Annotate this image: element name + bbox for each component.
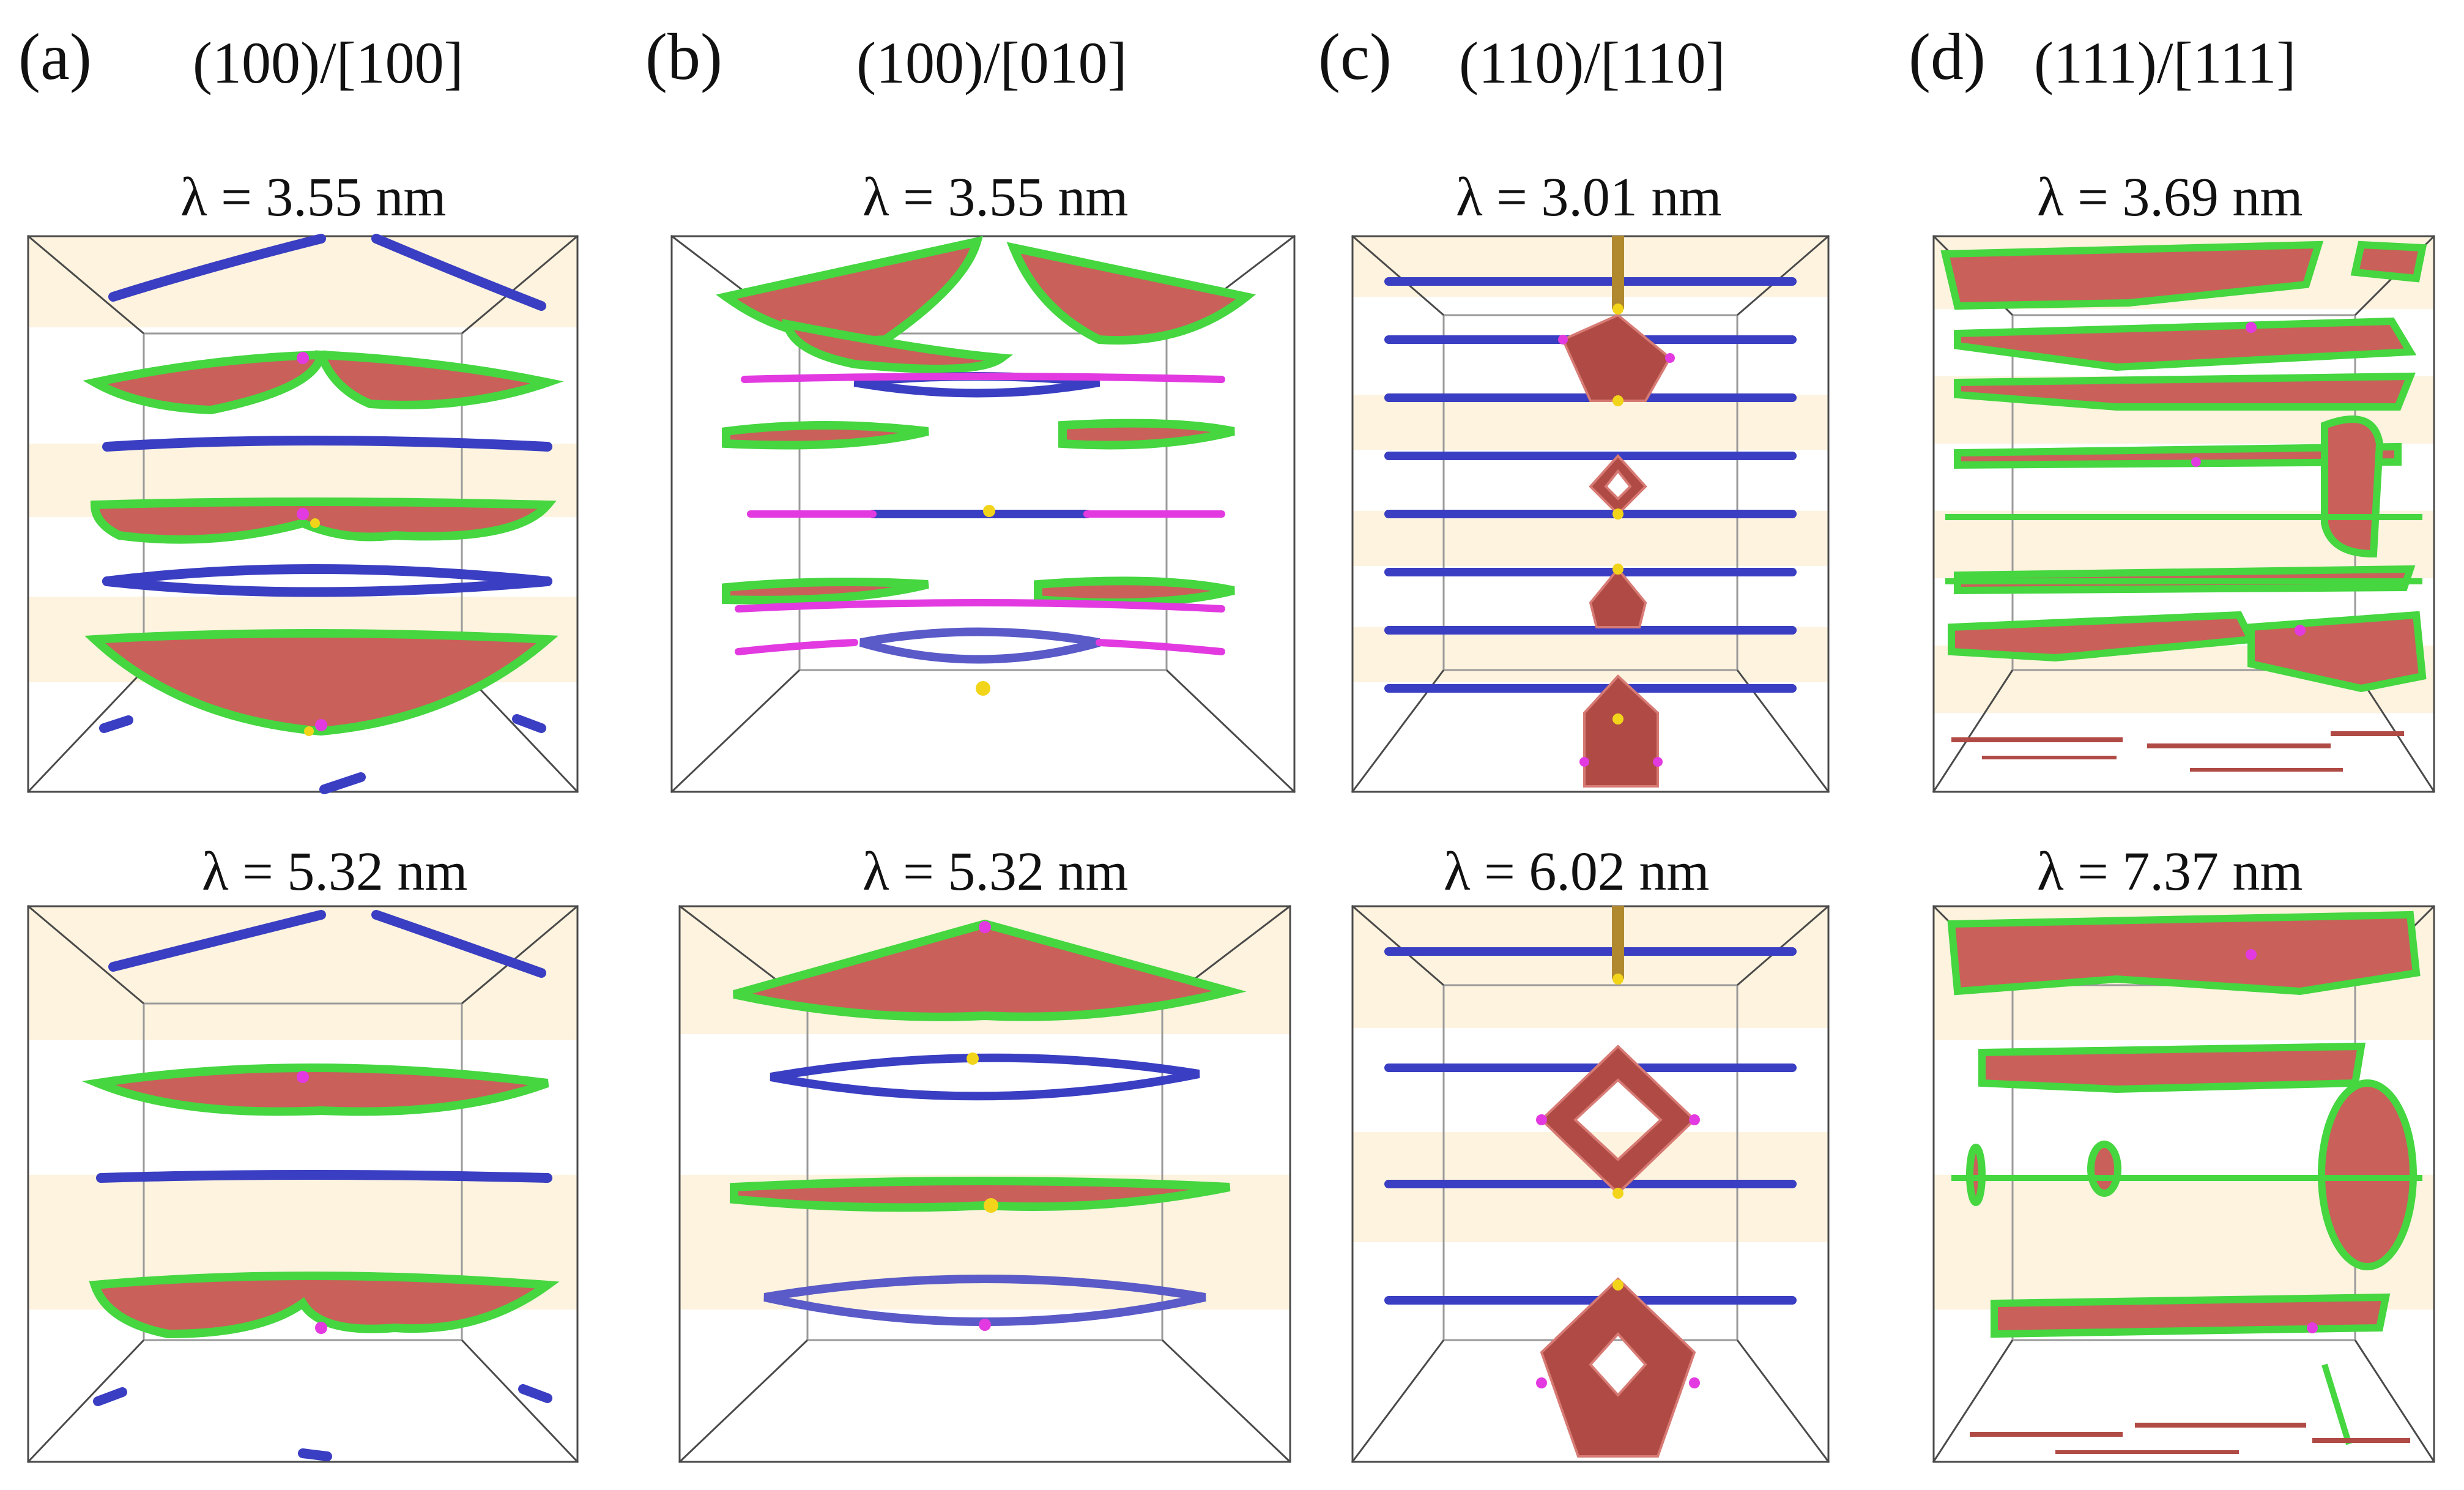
simulation-box-d-top: [1932, 234, 2436, 793]
bands: [28, 236, 578, 682]
simulation-box-a-bottom: [26, 904, 579, 1464]
yellow-nodes: [304, 518, 320, 736]
simulation-box-d-bottom: [1932, 904, 2436, 1463]
orientation-label-a: (100)/[100]: [193, 30, 464, 95]
junction-nodes: [1558, 335, 1675, 767]
panel-label-b: (b): [645, 21, 722, 94]
dislocation-lines: [853, 372, 1100, 664]
junction-nodes: [297, 1071, 327, 1334]
simulation-box-c-bottom: [1351, 904, 1830, 1463]
magenta-lines: [735, 373, 1225, 655]
orientation-label-d: (111)/[111]: [2034, 30, 2296, 95]
panel-label-a: (a): [18, 21, 92, 94]
dislocation-lines: [763, 1053, 1206, 1326]
lambda-label-c-top: λ = 3.01 nm: [1456, 167, 1722, 228]
lambda-label-c-bottom: λ = 6.02 nm: [1444, 841, 1710, 902]
dislocation-lines: [1384, 947, 1797, 1305]
dislocation-lines: [99, 234, 552, 794]
orientation-label-b: (100)/[010]: [856, 30, 1127, 95]
stacking-faults: [81, 1063, 560, 1339]
simulation-box-a-top: [26, 234, 579, 794]
stacking-faults: [1940, 240, 2427, 693]
partial-dislocation-lines: [1951, 1175, 2422, 1445]
junction-nodes: [2246, 949, 2318, 1333]
lambda-label-a-top: λ = 3.55 nm: [180, 167, 447, 228]
junction-nodes: [1536, 1114, 1700, 1388]
simulation-box-b-top: [670, 234, 1296, 794]
yellow-nodes: [976, 505, 995, 696]
simulation-box-c-top: [1351, 234, 1830, 793]
junction-nodes: [2191, 322, 2306, 636]
orientation-label-c: (110)/[110]: [1459, 30, 1726, 95]
scattered-atoms: [1951, 731, 2404, 772]
panel-label-c: (c): [1318, 21, 1392, 94]
yellow-nodes: [1612, 974, 1623, 1291]
yellow-nodes: [1612, 304, 1623, 725]
bands: [1352, 236, 1829, 682]
lambda-label-b-bottom: λ = 5.32 nm: [863, 841, 1129, 902]
stacking-faults: [730, 919, 1247, 1212]
lambda-label-d-bottom: λ = 7.37 nm: [2037, 841, 2303, 902]
partial-dislocation-lines: [1945, 514, 2422, 584]
stacking-faults: [1561, 236, 1672, 788]
stacking-faults: [83, 350, 564, 736]
panel-label-d: (d): [1909, 21, 1986, 94]
stacking-faults: [716, 236, 1256, 607]
junction-nodes: [979, 921, 991, 1331]
stacking-faults: [1540, 906, 1696, 1458]
bands: [1352, 906, 1829, 1242]
scattered-atoms: [1970, 1423, 2410, 1454]
lambda-label-b-top: λ = 3.55 nm: [863, 167, 1129, 228]
dislocation-lines: [93, 910, 552, 1461]
lambda-label-a-bottom: λ = 5.32 nm: [202, 841, 468, 902]
lambda-label-d-top: λ = 3.69 nm: [2037, 167, 2303, 228]
junction-nodes: [297, 352, 327, 731]
simulation-box-b-bottom: [678, 904, 1292, 1464]
yellow-nodes: [967, 1052, 998, 1213]
